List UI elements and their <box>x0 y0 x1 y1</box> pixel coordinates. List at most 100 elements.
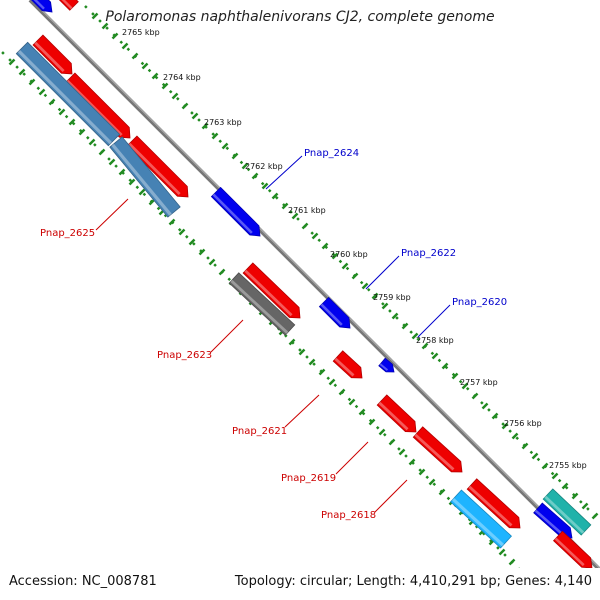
tick-label-2755: 2755 kbp <box>549 461 587 470</box>
outer-ruler-tick <box>141 62 149 70</box>
gene-label-pnap-2621[interactable]: Pnap_2621 <box>232 426 287 437</box>
feature-teal-1[interactable] <box>542 488 592 536</box>
inner-ruler-tick <box>18 68 26 76</box>
outer-ruler-tick <box>301 222 309 230</box>
tick-label-2757: 2757 kbp <box>460 378 498 387</box>
cds-pnap-2622[interactable] <box>318 296 351 329</box>
outer-ruler-tick <box>381 302 389 310</box>
gene-label-pnap-2619[interactable]: Pnap_2619 <box>281 473 336 484</box>
feature-gray-1[interactable] <box>228 272 296 336</box>
cds-pnap-2621-highlight <box>334 357 355 377</box>
map-title: Polaromonas naphthalenivorans CJ2, compl… <box>105 9 495 25</box>
feature-steelblue-2-highlight <box>111 143 172 216</box>
gene-label-pnap-2624[interactable]: Pnap_2624 <box>304 148 359 159</box>
inner-ruler-tick <box>348 398 356 406</box>
outer-ruler-tick <box>271 192 279 200</box>
cds-reverse-top-edge[interactable] <box>56 0 79 11</box>
feature-steelblue-2[interactable] <box>109 136 181 218</box>
outer-ruler-tick <box>371 292 379 300</box>
outer-ruler-tick <box>561 482 569 490</box>
outer-ruler-tick <box>241 162 249 170</box>
outer-ruler-tick <box>531 452 539 460</box>
cds-reverse-1-highlight <box>34 41 65 73</box>
outer-ruler-tick <box>181 102 189 110</box>
inner-ruler-tick <box>108 158 116 166</box>
feature-skyblue-1[interactable] <box>450 489 512 549</box>
cds-pnap-2619-highlight <box>378 401 409 431</box>
tick-label-2763: 2763 kbp <box>204 118 242 127</box>
inner-ruler-tick <box>188 238 196 246</box>
cds-forward-6[interactable] <box>533 502 573 539</box>
gene-label-pnap-2623[interactable]: Pnap_2623 <box>157 350 212 361</box>
outer-ruler-tick <box>291 212 299 220</box>
outer-ruler-tick <box>321 242 329 250</box>
outer-ruler-tick <box>521 442 529 450</box>
outer-ruler-tick <box>581 502 589 510</box>
cds-reverse-5-highlight <box>468 485 513 527</box>
inner-ruler-tick <box>428 478 436 486</box>
outer-ruler-tick <box>211 132 219 140</box>
cds-reverse-4-highlight <box>244 269 293 317</box>
inner-ruler-tick <box>78 128 86 136</box>
inner-ruler-tick <box>198 248 206 256</box>
feature-steelblue-1[interactable] <box>15 41 121 147</box>
leader-pnap-2625 <box>95 198 129 231</box>
inner-ruler-tick <box>128 178 136 186</box>
inner-ruler-tick <box>498 548 506 556</box>
tick-label-2759: 2759 kbp <box>373 293 411 302</box>
gene-label-pnap-2622[interactable]: Pnap_2622 <box>401 248 456 259</box>
gene-label-pnap-2620[interactable]: Pnap_2620 <box>452 297 507 308</box>
cds-forward-top-edge-highlight <box>33 0 45 10</box>
cds-pnap-2620[interactable] <box>378 357 395 373</box>
outer-ruler-tick <box>571 492 579 500</box>
outer-ruler-tick <box>431 352 439 360</box>
cds-pnap-2618[interactable] <box>412 426 463 473</box>
gene-label-pnap-2625[interactable]: Pnap_2625 <box>40 228 95 239</box>
inner-ruler-tick <box>408 458 416 466</box>
cds-pnap-2624[interactable] <box>210 186 261 237</box>
outer-ruler-tick <box>151 72 159 80</box>
tick-label-2762: 2762 kbp <box>245 162 283 171</box>
inner-ruler-tick <box>8 58 16 66</box>
leader-pnap-2619 <box>335 441 369 475</box>
outer-ruler-tick <box>361 282 369 290</box>
inner-ruler-tick <box>398 448 406 456</box>
tick-label-2758: 2758 kbp <box>416 336 454 345</box>
outer-ruler-tick <box>131 52 139 60</box>
cds-reverse-5[interactable] <box>466 478 521 529</box>
outer-ruler-tick <box>541 462 549 470</box>
outer-ruler-tick <box>511 432 519 440</box>
outer-ruler-tick <box>161 82 169 90</box>
outer-ruler-tick <box>261 182 269 190</box>
outer-ruler <box>84 5 600 522</box>
outer-ruler-tick <box>391 312 399 320</box>
outer-ruler-tick <box>191 112 199 120</box>
cds-reverse-4[interactable] <box>242 262 301 319</box>
cds-reverse-bottom-edge[interactable] <box>552 530 593 568</box>
cds-reverse-3[interactable] <box>126 135 189 198</box>
gene-label-pnap-2618[interactable]: Pnap_2618 <box>321 510 376 521</box>
inner-ruler-tick <box>288 338 296 346</box>
feature-skyblue-1-highlight <box>451 498 505 547</box>
cds-pnap-2619[interactable] <box>376 394 417 433</box>
outer-ruler-tick <box>171 92 179 100</box>
outer-ruler-tick <box>551 472 559 480</box>
outer-ruler-tick <box>251 172 259 180</box>
cds-forward-top-edge[interactable] <box>30 0 53 13</box>
inner-ruler-tick <box>208 258 216 266</box>
inner-ruler-tick <box>418 468 426 476</box>
outer-ruler-tick <box>471 392 479 400</box>
inner-ruler-tick <box>138 188 146 196</box>
feature-steelblue-1-highlight <box>17 49 113 145</box>
inner-ruler-tick <box>388 438 396 446</box>
cds-reverse-2-highlight <box>66 79 123 137</box>
cds-reverse-3-highlight <box>128 142 181 196</box>
outer-ruler-tick <box>121 42 129 50</box>
outer-ruler-tick <box>341 262 349 270</box>
cds-reverse-1[interactable] <box>32 34 73 75</box>
cds-pnap-2621[interactable] <box>332 350 363 379</box>
leader-pnap-2622 <box>365 255 400 290</box>
inner-ruler-tick <box>328 378 336 386</box>
outer-ruler-tick <box>311 232 319 240</box>
